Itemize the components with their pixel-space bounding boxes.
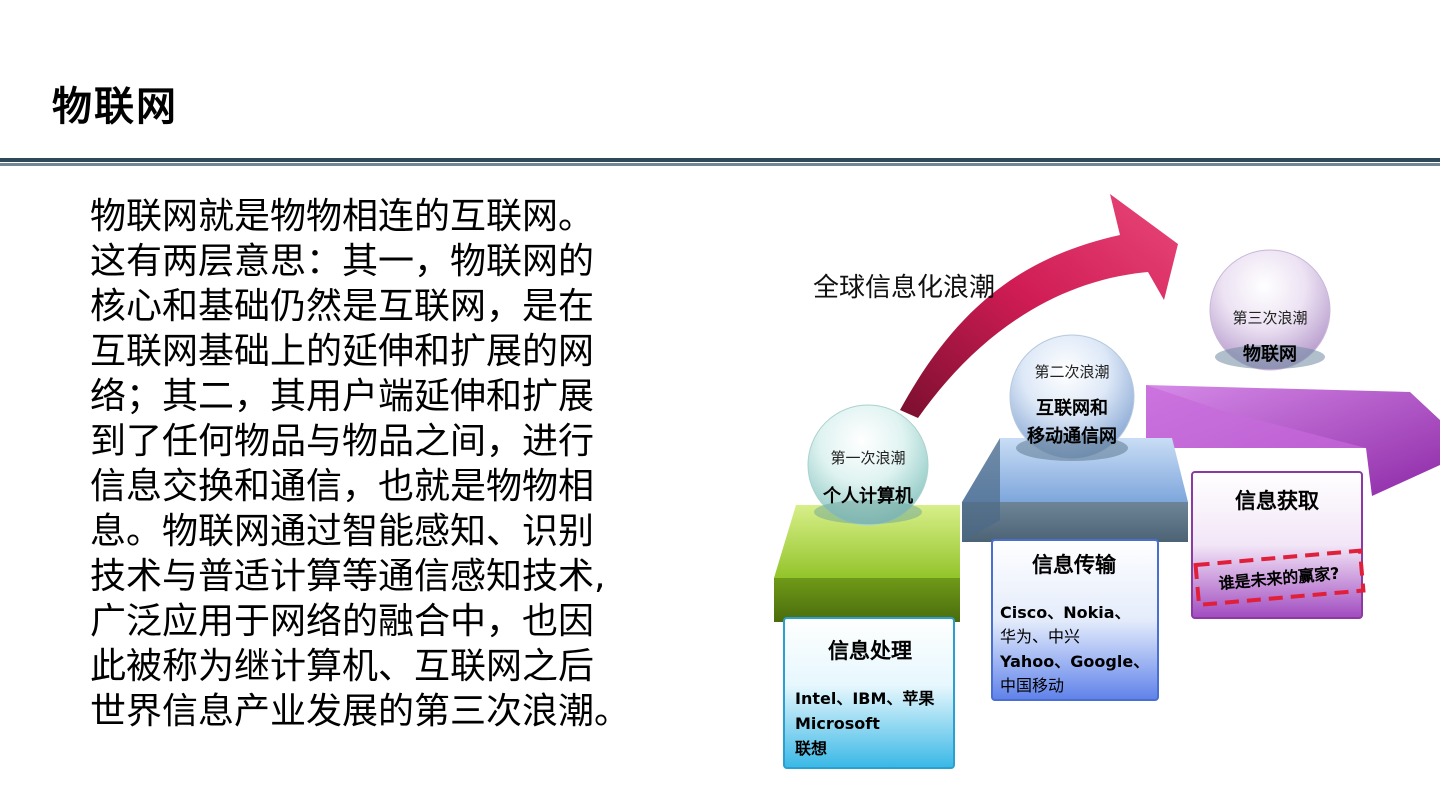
header-divider bbox=[0, 158, 1440, 162]
body-paragraph: 物联网就是物物相连的互联网。 这有两层意思：其一，物联网的 核心和基础仍然是互联… bbox=[90, 194, 710, 734]
panel-info-transmission bbox=[991, 539, 1159, 701]
wave-arrow bbox=[900, 194, 1178, 418]
panel-line: Intel、IBM、苹果 bbox=[795, 689, 934, 708]
wave1-sphere-shadow bbox=[814, 500, 922, 524]
body-line: 这有两层意思：其一，物联网的 bbox=[90, 241, 595, 282]
wave3-sphere-shadow bbox=[1215, 345, 1325, 369]
body-line: 物联网就是物物相连的互联网。 bbox=[90, 196, 595, 237]
panel-line: 华为、中兴 bbox=[1000, 627, 1080, 646]
body-line: 到了任何物品与物品之间，进行 bbox=[90, 421, 595, 462]
panel-line: Microsoft bbox=[795, 714, 880, 733]
wave1-sphere bbox=[807, 404, 929, 526]
body-line: 技术与普适计算等通信感知技术, bbox=[90, 556, 606, 597]
arrow-label: 全球信息化浪潮 bbox=[813, 273, 995, 303]
body-line: 互联网基础上的延伸和扩展的网 bbox=[90, 331, 595, 372]
wave-name: 互联网和 bbox=[1036, 398, 1108, 419]
panel-info-processing bbox=[783, 617, 955, 769]
body-line: 信息交换和通信，也就是物物相 bbox=[90, 466, 595, 507]
body-line: 核心和基础仍然是互联网，是在 bbox=[90, 286, 595, 327]
wave2-sphere-shadow bbox=[1016, 435, 1128, 461]
wave-name: 移动通信网 bbox=[1027, 425, 1117, 447]
panel-line: 联想 bbox=[795, 739, 827, 758]
wave-name: 个人计算机 bbox=[822, 485, 913, 507]
wave-label: 第三次浪潮 bbox=[1232, 309, 1307, 327]
wave-label: 第二次浪潮 bbox=[1034, 363, 1109, 381]
panel-info-acquisition bbox=[1191, 471, 1363, 619]
blue-platform-side bbox=[962, 438, 1000, 542]
panel-title: 信息传输 bbox=[1032, 553, 1117, 577]
green-platform-top bbox=[774, 505, 960, 578]
body-line: 广泛应用于网络的融合中，也因 bbox=[90, 601, 595, 642]
panel-line: Yahoo、Google、 bbox=[999, 652, 1149, 671]
body-line: 络；其二，其用户端延伸和扩展 bbox=[90, 376, 595, 417]
wave-label: 第一次浪潮 bbox=[830, 449, 905, 467]
purple-platform-face bbox=[1146, 385, 1366, 448]
blue-platform-front bbox=[962, 502, 1188, 542]
panel-title: 信息处理 bbox=[828, 639, 912, 663]
wave-name: 物联网 bbox=[1243, 343, 1297, 365]
green-platform-front bbox=[774, 578, 960, 622]
body-line: 世界信息产业发展的第三次浪潮。 bbox=[90, 691, 631, 732]
blue-platform-top bbox=[962, 438, 1188, 502]
three-waves-diagram: 全球信息化浪潮 信息获取 谁是未来的赢家? 第三次浪潮 物联网 信息传输 Cis… bbox=[774, 194, 1440, 769]
panel-line: 中国移动 bbox=[1000, 676, 1064, 695]
panel-line: Cisco、Nokia、 bbox=[1000, 603, 1131, 622]
page-title: 物联网 bbox=[52, 84, 178, 130]
body-line: 此被称为继计算机、互联网之后 bbox=[90, 646, 595, 687]
panel-title: 信息获取 bbox=[1235, 489, 1319, 513]
wave3-sphere bbox=[1209, 249, 1331, 371]
body-line: 息。物联网通过智能感知、识别 bbox=[90, 511, 595, 552]
header-divider-accent bbox=[0, 163, 1440, 166]
